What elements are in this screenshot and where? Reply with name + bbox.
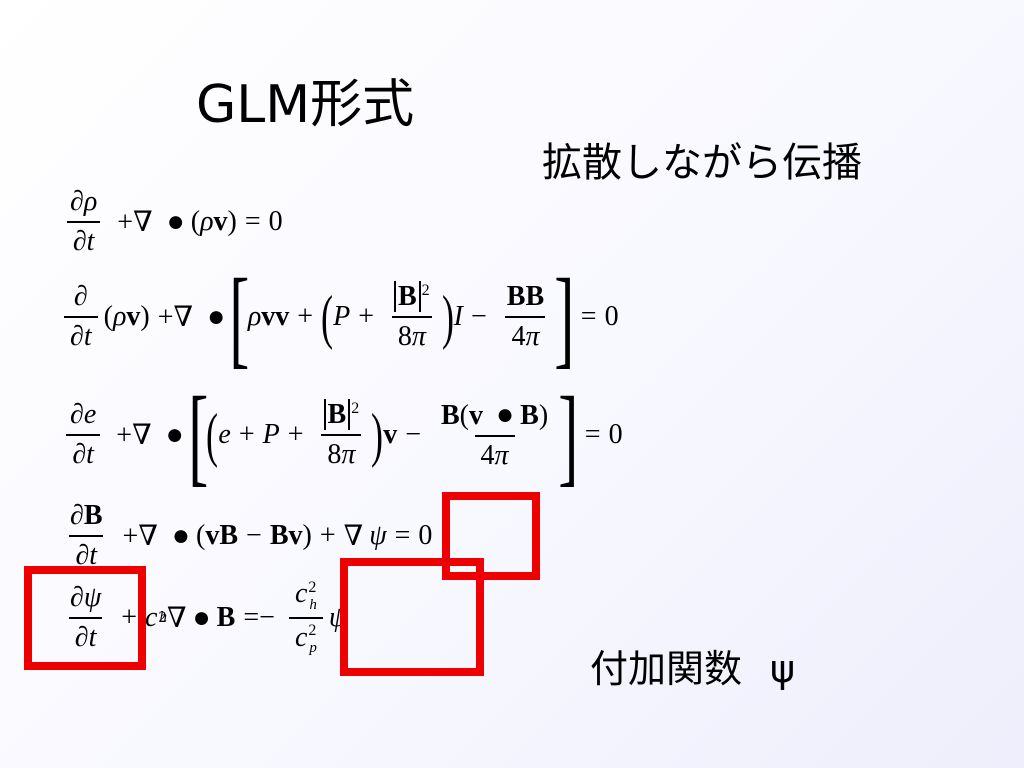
highlight-box-grad-psi — [442, 492, 540, 580]
highlight-box-dpsi-dt — [24, 566, 146, 670]
slide-subtitle: 拡散しながら伝播 — [542, 140, 862, 186]
fraction-magnetic-tension: BB 4π — [505, 281, 546, 352]
fraction-ch-cp: c2h c2p — [288, 578, 323, 657]
equation-induction: ∂B ∂t +∇●(vB−Bv)+∇ψ=0 — [58, 500, 432, 572]
highlight-box-damping-term — [340, 558, 484, 676]
fraction-d-dt: ∂ ∂t — [64, 281, 98, 353]
fraction-poynting-term: B(v ●B) 4π — [440, 398, 549, 471]
fraction-de-dt: ∂e ∂t — [64, 399, 102, 471]
fraction-drho-dt: ∂ρ ∂t — [64, 186, 103, 258]
fraction-dpsi-dt: ∂ψ ∂t — [68, 581, 103, 653]
note-label: 付加関数 — [590, 647, 743, 691]
psi-symbol: ψ — [770, 647, 796, 691]
slide-title: GLM形式 — [196, 75, 415, 135]
fraction-dB-dt: ∂B ∂t — [69, 500, 104, 571]
additional-function-note: 付加関数 ψ — [590, 638, 795, 693]
